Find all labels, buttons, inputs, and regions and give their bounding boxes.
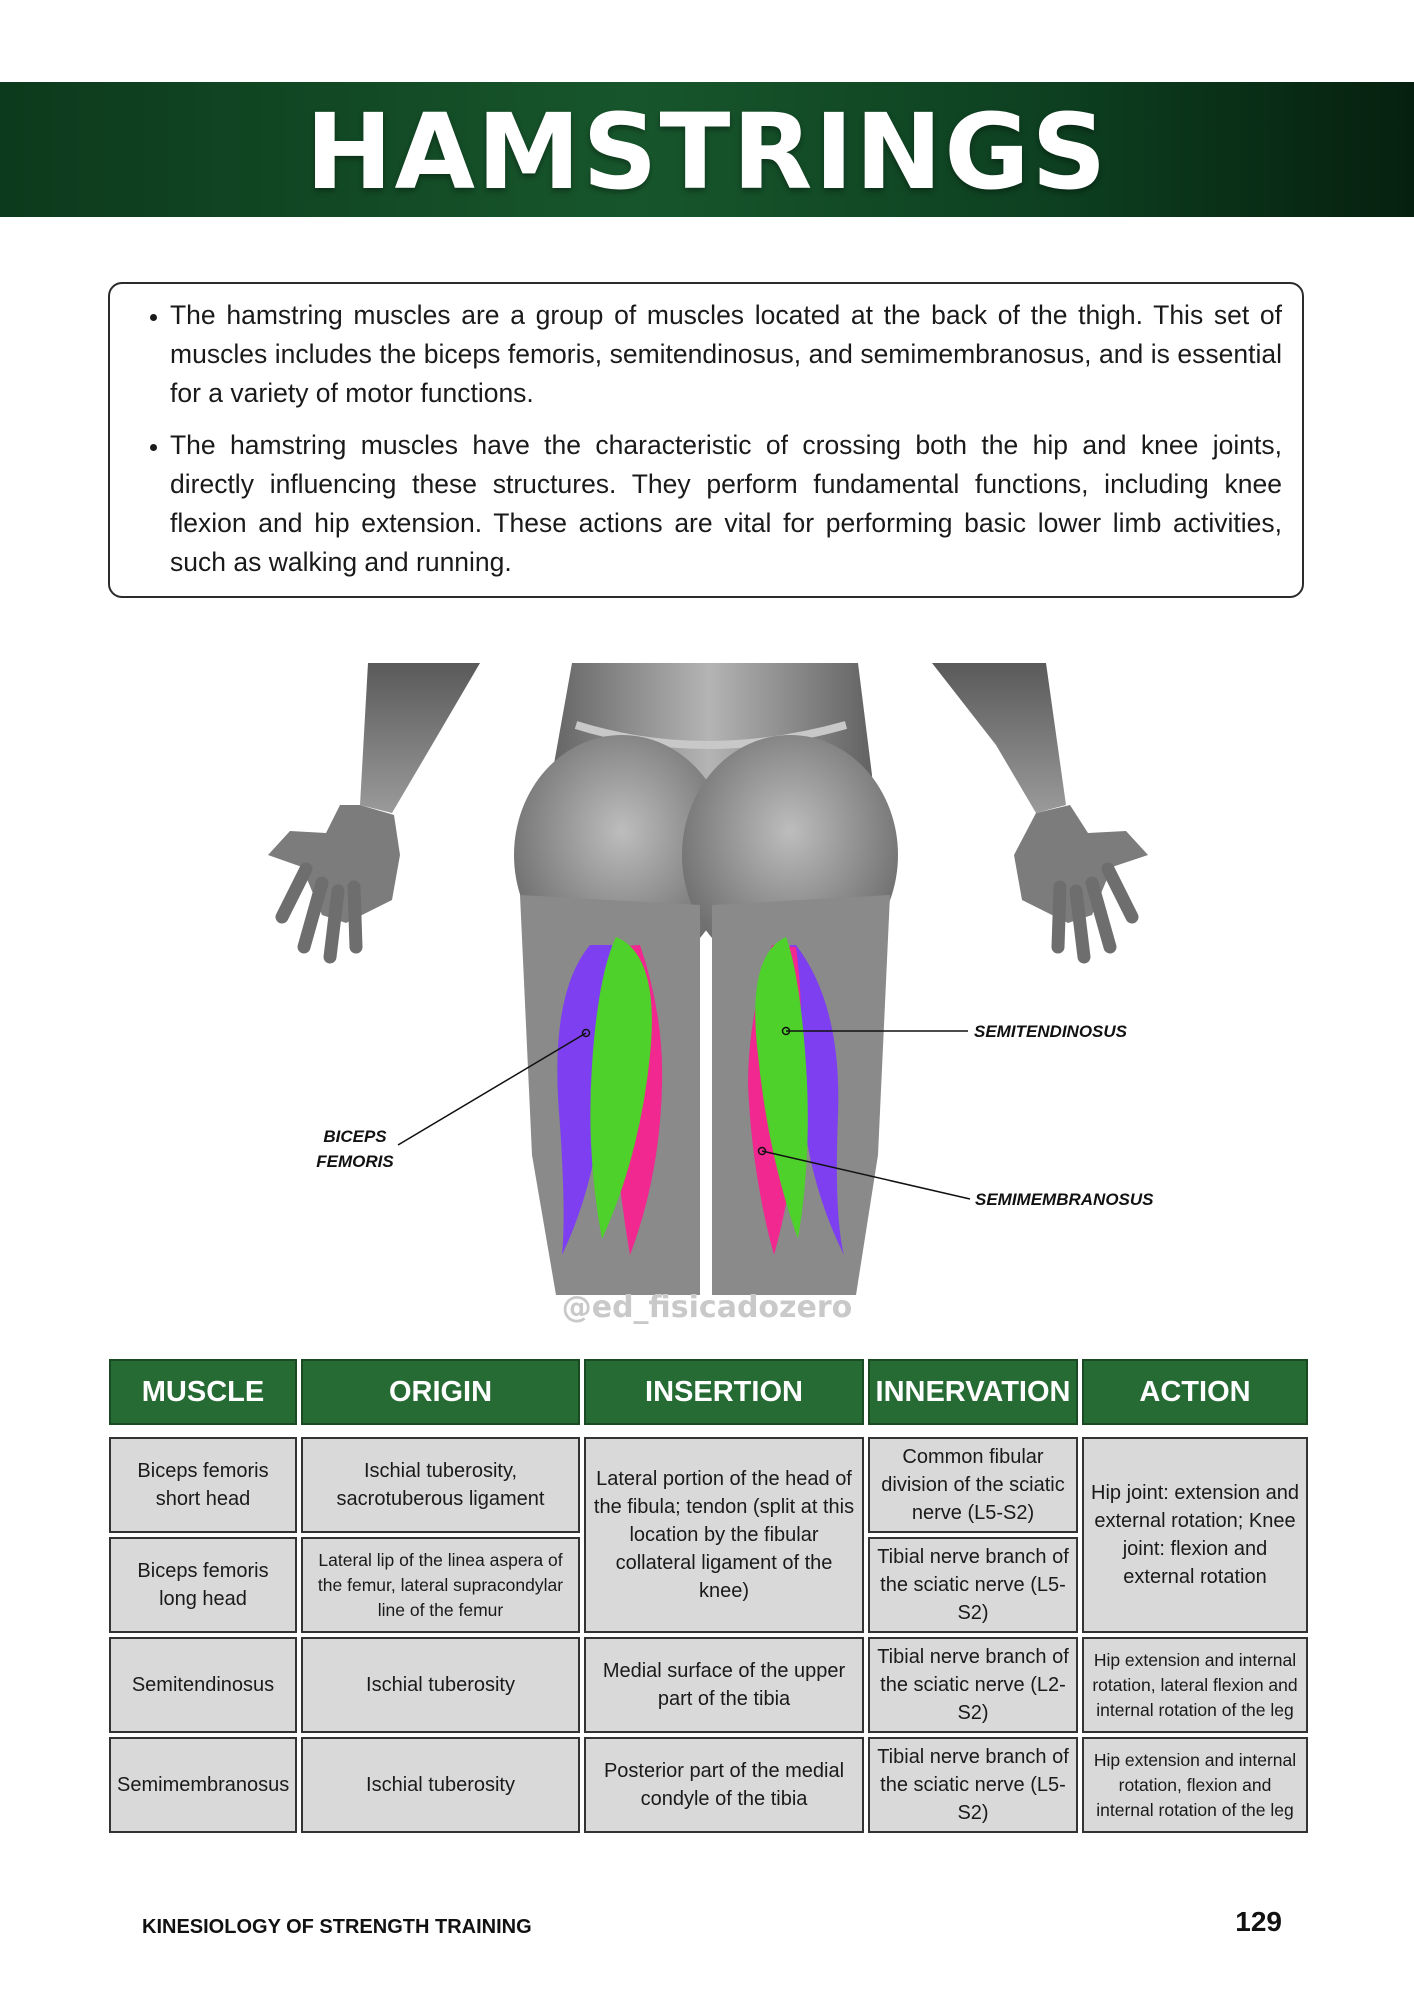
cell-action: Hip extension and internal rotation, fle… xyxy=(1082,1737,1308,1833)
semitendinosus-left xyxy=(590,937,652,1239)
cell-origin: Ischial tuberosity xyxy=(301,1637,580,1733)
right-arm xyxy=(932,663,1148,964)
table-row: Semitendinosus Ischial tuberosity Medial… xyxy=(109,1637,1308,1733)
cell-muscle: Biceps femoris long head xyxy=(109,1537,297,1633)
header-action: ACTION xyxy=(1082,1359,1308,1425)
right-leg-hamstrings xyxy=(748,937,844,1255)
cell-action: Hip extension and internal rotation, lat… xyxy=(1082,1637,1308,1733)
page-title: HAMSTRINGS xyxy=(305,90,1109,213)
cell-action: Hip joint: extension and external rotati… xyxy=(1082,1437,1308,1633)
muscle-table: MUSCLE ORIGIN INSERTION INNERVATION ACTI… xyxy=(105,1355,1312,1837)
intro-box: The hamstring muscles are a group of mus… xyxy=(108,282,1304,598)
semitendinosus-right xyxy=(755,937,808,1239)
cell-origin: Lateral lip of the linea aspera of the f… xyxy=(301,1537,580,1633)
label-semitendinosus: SEMITENDINOSUS xyxy=(974,1022,1128,1041)
intro-list: The hamstring muscles are a group of mus… xyxy=(110,296,1282,582)
cell-insertion: Medial surface of the upper part of the … xyxy=(584,1637,864,1733)
anatomy-figure: SEMITENDINOSUS SEMIMEMBRANOSUS BICEPS FE… xyxy=(0,655,1414,1335)
header-insertion: INSERTION xyxy=(584,1359,864,1425)
watermark: @ed_fisicadozero xyxy=(562,1290,853,1325)
table-row: Semimembranosus Ischial tuberosity Poste… xyxy=(109,1737,1308,1833)
left-leg-hamstrings xyxy=(557,937,663,1255)
label-biceps-line2: FEMORIS xyxy=(316,1152,394,1171)
label-semimembranosus: SEMIMEMBRANOSUS xyxy=(975,1190,1154,1209)
cell-innervation: Tibial nerve branch of the sciatic nerve… xyxy=(868,1637,1078,1733)
left-arm xyxy=(268,663,480,964)
table-header-row: MUSCLE ORIGIN INSERTION INNERVATION ACTI… xyxy=(109,1359,1308,1425)
cell-muscle: Biceps femoris short head xyxy=(109,1437,297,1533)
intro-bullet: The hamstring muscles are a group of mus… xyxy=(170,296,1282,413)
footer-page-number: 129 xyxy=(1235,1906,1282,1937)
cell-innervation: Tibial nerve branch of the sciatic nerve… xyxy=(868,1537,1078,1633)
cell-insertion: Posterior part of the medial condyle of … xyxy=(584,1737,864,1833)
cell-muscle: Semimembranosus xyxy=(109,1737,297,1833)
cell-muscle: Semitendinosus xyxy=(109,1637,297,1733)
header-innervation: INNERVATION xyxy=(868,1359,1078,1425)
cell-innervation: Common fibular division of the sciatic n… xyxy=(868,1437,1078,1533)
header-muscle: MUSCLE xyxy=(109,1359,297,1425)
header-origin: ORIGIN xyxy=(301,1359,580,1425)
cell-insertion: Lateral portion of the head of the fibul… xyxy=(584,1437,864,1633)
title-banner: HAMSTRINGS xyxy=(0,82,1414,217)
footer-book-title: KINESIOLOGY OF STRENGTH TRAINING xyxy=(142,1916,532,1938)
cell-origin: Ischial tuberosity xyxy=(301,1737,580,1833)
label-biceps-line1: BICEPS xyxy=(323,1127,387,1146)
intro-bullet: The hamstring muscles have the character… xyxy=(170,426,1282,582)
cell-innervation: Tibial nerve branch of the sciatic nerve… xyxy=(868,1737,1078,1833)
hamstring-illustration: SEMITENDINOSUS SEMIMEMBRANOSUS BICEPS FE… xyxy=(268,663,1154,1325)
biceps-femoris-right xyxy=(790,945,844,1255)
table-row: Biceps femoris short head Ischial tubero… xyxy=(109,1437,1308,1633)
table-row: Biceps femoris long head Lateral lip of … xyxy=(109,1537,1308,1633)
cell-origin: Ischial tuberosity, sacrotuberous ligame… xyxy=(301,1437,580,1533)
